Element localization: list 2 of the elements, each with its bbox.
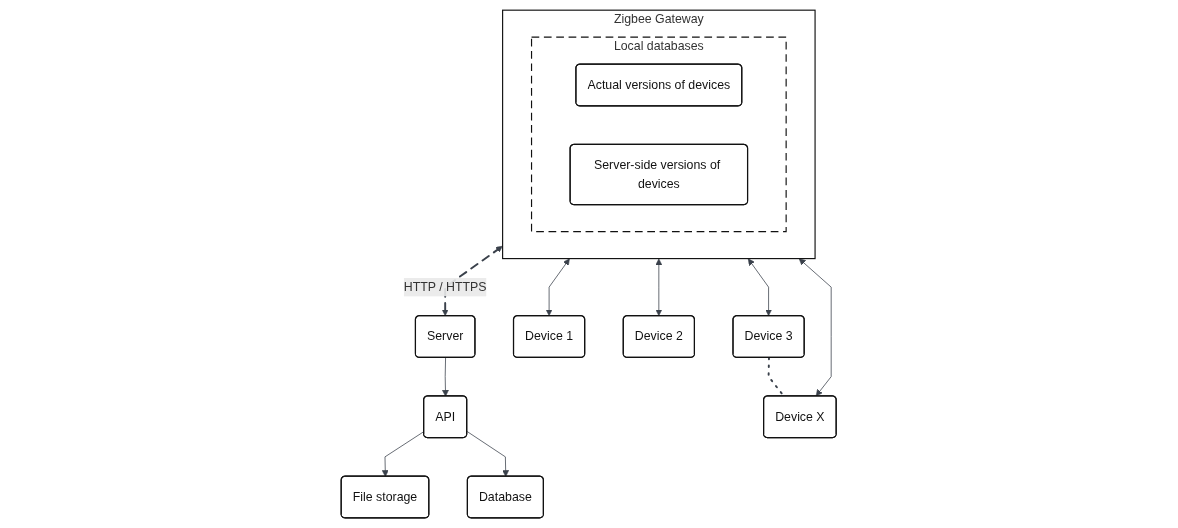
arrow <box>442 245 503 316</box>
edge-label: HTTP / HTTPS <box>404 280 487 294</box>
